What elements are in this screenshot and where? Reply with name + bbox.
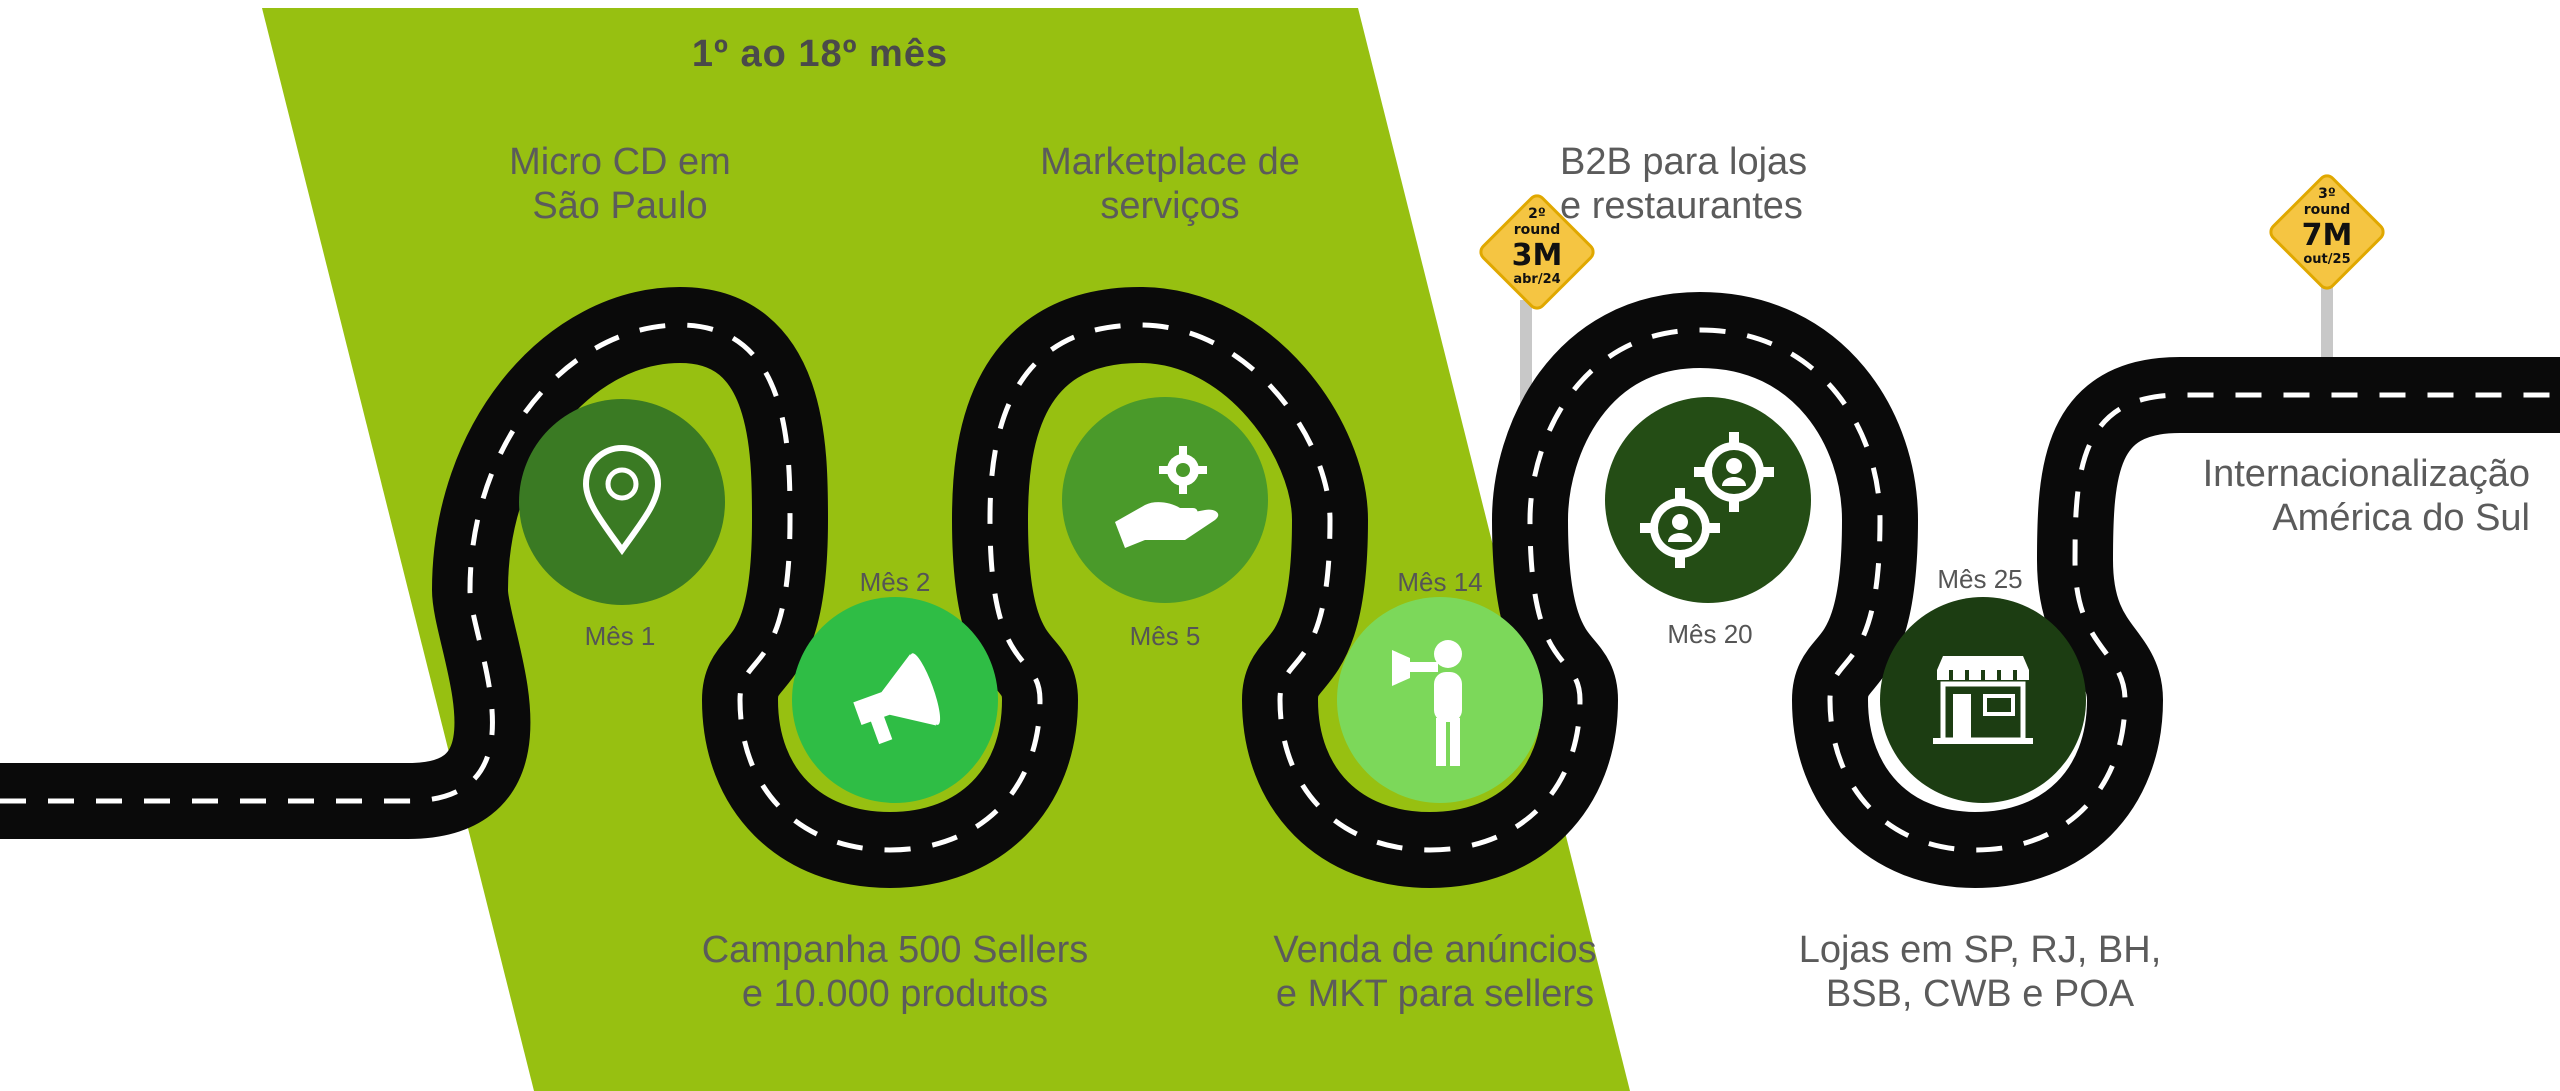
milestone-title-1: Micro CD em São Paulo [460,140,780,228]
milestone-circle-1 [519,399,725,605]
milestone-title-2-line2: e 10.000 produtos [741,973,1049,1015]
milestone-title-1-line2: São Paulo [532,185,708,227]
sign-2-amount: 3M [1511,238,1563,273]
sign-diamond-3 [2269,174,2385,290]
month-label-6: Mês 25 [1937,564,2023,594]
storefront-icon [1933,656,2033,744]
milestone-title-3-line1: Marketplace de [1040,141,1300,183]
milestone-title-2: Campanha 500 Sellers e 10.000 produtos [680,928,1110,1016]
location-pin-icon [582,444,662,556]
gears-people-icon [1640,432,1774,568]
period-title: 1º ao 18º mês [691,33,949,75]
megaphone-icon [853,653,941,745]
sign-2-date: abr/24 [1513,272,1561,287]
milestone-title-7-line1: Internacionalização [2202,453,2530,495]
milestone-title-3: Marketplace de serviços [1000,140,1340,228]
sign-diamond-2 [1479,194,1595,310]
milestone-title-7-line2: América do Sul [2272,497,2530,539]
milestone-title-7: Internacionalização América do Sul [2140,452,2530,540]
sign-2-line2: round [1513,222,1561,238]
month-label-5: Mês 20 [1667,619,1753,649]
milestone-title-4: Venda de anúncios e MKT para sellers [1240,928,1630,1016]
milestone-title-2-line1: Campanha 500 Sellers [701,929,1089,971]
month-label-4: Mês 14 [1397,567,1483,597]
sign-2-line1: 2º [1528,206,1546,222]
sign-3-line1: 3º [2318,186,2336,202]
milestone-title-1-line1: Micro CD em [509,141,731,183]
month-label-3: Mês 5 [1129,621,1201,651]
sign-3-line2: round [2303,202,2351,218]
milestone-circle-5 [1605,397,1811,603]
month-label-2: Mês 2 [859,567,931,597]
milestone-title-4-line1: Venda de anúncios [1273,929,1597,971]
milestone-title-5-line2: e restaurantes [1560,185,1803,227]
hand-gear-icon [1115,446,1219,548]
person-megaphone-icon [1392,640,1462,766]
sign-3-date: out/25 [2303,252,2351,267]
milestone-title-4-line2: e MKT para sellers [1275,973,1595,1015]
road [0,287,2560,888]
milestone-title-3-line2: serviços [1100,185,1240,227]
sign-post-2 [1520,300,1532,410]
milestone-circle-3 [1062,397,1268,603]
sign-3-amount: 7M [2301,218,2353,253]
milestone-title-5-line1: B2B para lojas [1560,141,1808,183]
milestone-title-6: Lojas em SP, RJ, BH, BSB, CWB e POA [1790,928,2170,1016]
milestone-title-6-line2: BSB, CWB e POA [1825,973,2135,1015]
milestone-title-5: B2B para lojas e restaurantes [1560,140,1860,228]
milestone-title-6-line1: Lojas em SP, RJ, BH, [1798,929,2162,971]
sign-post-3 [2321,275,2333,365]
month-label-1: Mês 1 [584,621,656,651]
